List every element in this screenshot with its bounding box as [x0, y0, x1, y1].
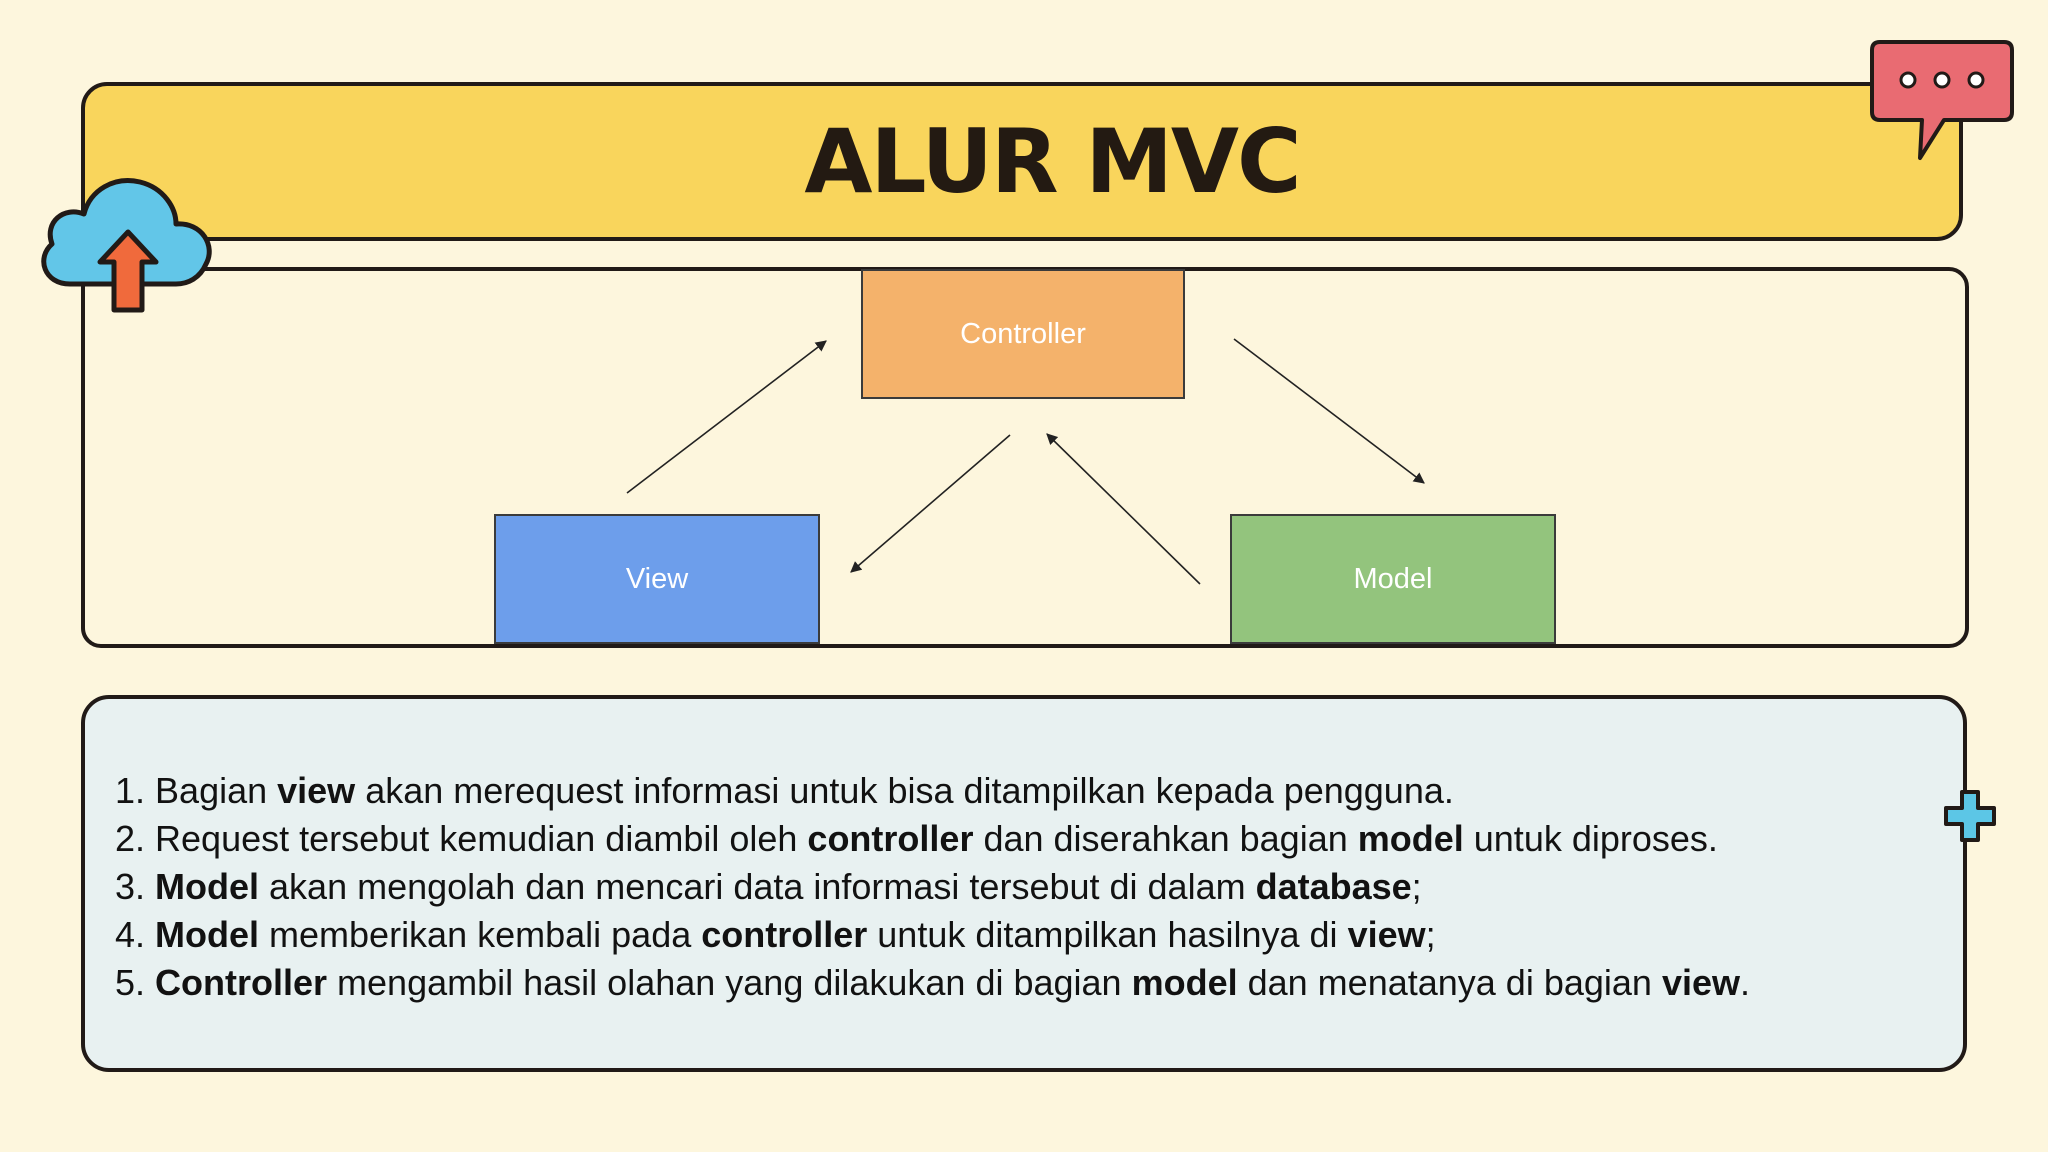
- arrow-view-to-controller: [626, 340, 827, 494]
- step-number: 4.: [115, 914, 156, 955]
- step-keyword: controller: [807, 818, 974, 859]
- step-number: 3.: [115, 866, 156, 907]
- step-number: 5.: [115, 962, 156, 1003]
- step-text: memberikan kembali pada: [259, 914, 702, 955]
- step-keyword: Controller: [155, 962, 328, 1003]
- step-number: 2.: [115, 818, 156, 859]
- plus-icon: [1944, 790, 1996, 842]
- controller-label: Controller: [960, 317, 1086, 350]
- view-box: View: [494, 514, 820, 644]
- arrow-controller-to-model: [1233, 338, 1425, 484]
- step-text: Bagian: [155, 770, 278, 811]
- step-number: 1.: [115, 770, 156, 811]
- step-text: ;: [1425, 914, 1436, 955]
- model-label: Model: [1353, 562, 1433, 595]
- step-text: dan menatanya di bagian: [1237, 962, 1662, 1003]
- chat-bubble-icon: [1870, 40, 2014, 160]
- step-item: 1. Bagian view akan merequest informasi …: [115, 767, 1943, 815]
- step-item: 3. Model akan mengolah dan mencari data …: [115, 863, 1943, 911]
- step-text: dan diserahkan bagian: [973, 818, 1358, 859]
- step-keyword: view: [277, 770, 356, 811]
- model-box: Model: [1230, 514, 1556, 644]
- arrow-controller-to-view: [850, 434, 1011, 573]
- steps-panel: 1. Bagian view akan merequest informasi …: [81, 695, 1967, 1072]
- step-keyword: model: [1131, 962, 1238, 1003]
- step-keyword: Model: [155, 914, 260, 955]
- page-title: ALUR MVC: [804, 110, 1301, 213]
- controller-box: Controller: [861, 269, 1185, 399]
- step-text: untuk ditampilkan hasilnya di: [867, 914, 1348, 955]
- step-text: Request tersebut kemudian diambil oleh: [155, 818, 808, 859]
- step-text: .: [1739, 962, 1750, 1003]
- step-keyword: view: [1347, 914, 1426, 955]
- step-keyword: database: [1255, 866, 1412, 907]
- step-text: akan mengolah dan mencari data informasi…: [259, 866, 1256, 907]
- cloud-upload-icon: [41, 178, 212, 313]
- step-text: untuk diproses.: [1463, 818, 1718, 859]
- step-item: 4. Model memberikan kembali pada control…: [115, 911, 1943, 959]
- step-item: 5. Controller mengambil hasil olahan yan…: [115, 959, 1943, 1007]
- step-item: 2. Request tersebut kemudian diambil ole…: [115, 815, 1943, 863]
- step-keyword: model: [1357, 818, 1464, 859]
- view-label: View: [625, 562, 689, 595]
- step-text: mengambil hasil olahan yang dilakukan di…: [327, 962, 1132, 1003]
- title-banner: ALUR MVC: [81, 82, 1963, 241]
- step-text: ;: [1411, 866, 1422, 907]
- step-keyword: view: [1661, 962, 1740, 1003]
- step-text: akan merequest informasi untuk bisa dita…: [355, 770, 1454, 811]
- step-keyword: Model: [155, 866, 260, 907]
- arrow-model-to-controller: [1046, 433, 1201, 585]
- step-keyword: controller: [701, 914, 868, 955]
- steps-list: 1. Bagian view akan merequest informasi …: [115, 767, 1943, 1007]
